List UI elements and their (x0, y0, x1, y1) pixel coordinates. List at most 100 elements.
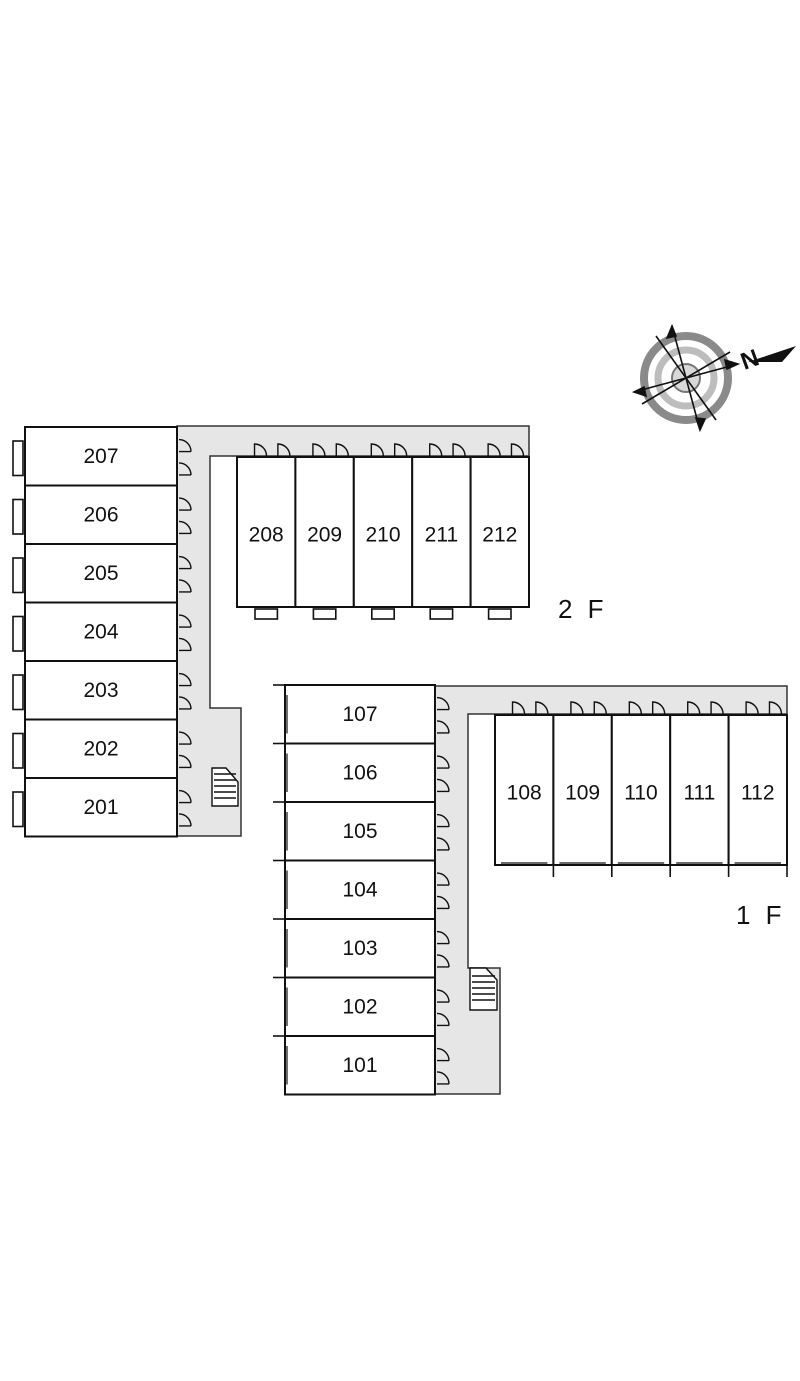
door-icon (436, 1071, 450, 1085)
door-icon (436, 872, 450, 886)
door-icon (436, 1012, 450, 1027)
door-icon (178, 637, 192, 652)
unit-106: 106 (273, 742, 450, 803)
door-icon (178, 497, 192, 511)
north-arrow-icon: N (737, 344, 796, 376)
unit-label: 206 (83, 503, 118, 526)
door-icon (436, 813, 450, 828)
unit-label: 204 (83, 620, 118, 643)
door-icon (436, 755, 450, 769)
unit-label: 107 (342, 703, 377, 726)
unit-107: 107 (273, 684, 450, 745)
door-icon (452, 443, 466, 457)
door-icon (178, 813, 192, 827)
door-icon (436, 778, 450, 793)
door-icon (570, 701, 584, 715)
door-icon (436, 989, 450, 1003)
unit-211: 211 (411, 443, 472, 620)
door-icon (436, 954, 450, 968)
door-icon (436, 696, 450, 711)
unit-label: 112 (741, 782, 774, 805)
unit-206: 206 (12, 484, 192, 545)
building-2f-west: 207 206 205 204 203 202 201 (12, 426, 192, 838)
unit-label: 110 (624, 782, 657, 805)
door-icon (436, 1047, 450, 1062)
unit-label: 208 (249, 524, 284, 547)
unit-label: 201 (83, 796, 118, 819)
door-icon (429, 443, 443, 457)
unit-label: 103 (342, 937, 377, 960)
unit-105: 105 (273, 801, 450, 862)
door-icon (335, 443, 349, 457)
door-icon (710, 701, 724, 715)
unit-202: 202 (12, 718, 192, 779)
unit-110: 110 (610, 701, 672, 877)
unit-210: 210 (352, 443, 414, 620)
door-icon (253, 443, 268, 457)
unit-109: 109 (552, 701, 613, 877)
building-1f-east: 108 109 110 111 112 (494, 701, 788, 877)
door-icon (178, 462, 192, 476)
door-icon (687, 701, 701, 715)
unit-label: 111 (683, 782, 715, 805)
door-icon (768, 701, 783, 715)
door-icon (436, 895, 450, 910)
balcony-icon (12, 557, 24, 594)
door-icon (593, 701, 607, 715)
unit-label: 211 (425, 524, 458, 547)
unit-102: 102 (273, 976, 450, 1037)
unit-label: 108 (507, 782, 542, 805)
unit-101: 101 (273, 1035, 450, 1096)
floor-label-1f: 1 F (736, 900, 786, 930)
door-icon (628, 701, 643, 715)
door-icon (277, 443, 291, 457)
door-icon (178, 614, 192, 628)
unit-label: 109 (565, 782, 600, 805)
unit-label: 205 (83, 562, 118, 585)
unit-112: 112 (727, 701, 788, 877)
unit-label: 102 (342, 995, 377, 1018)
door-icon (535, 701, 549, 715)
balcony-icon (12, 791, 24, 828)
unit-label: 202 (83, 737, 118, 760)
door-icon (178, 696, 192, 710)
balcony-icon (12, 674, 24, 711)
compass-rose-icon (631, 323, 741, 433)
north-label: N (737, 344, 763, 375)
unit-212: 212 (469, 443, 531, 620)
door-icon (393, 443, 408, 457)
door-icon (178, 672, 192, 687)
door-icon (436, 930, 450, 945)
door-icon (511, 701, 526, 715)
unit-103: 103 (273, 918, 450, 979)
unit-label: 207 (83, 445, 118, 468)
door-icon (178, 579, 192, 593)
balcony-icon (12, 498, 24, 535)
balcony-icon (429, 608, 454, 620)
balcony-icon (12, 732, 24, 769)
balcony-icon (254, 608, 279, 620)
unit-label: 212 (482, 524, 517, 547)
balcony-icon (370, 608, 395, 620)
unit-204: 204 (12, 601, 192, 662)
balcony-icon (312, 608, 337, 620)
unit-207: 207 (12, 426, 192, 487)
door-icon (370, 443, 385, 457)
door-icon (178, 731, 192, 745)
unit-203: 203 (12, 660, 192, 721)
door-icon (436, 837, 450, 851)
unit-label: 104 (342, 878, 377, 901)
door-icon (178, 520, 192, 535)
stair-1f-icon (469, 967, 498, 1011)
unit-label: 106 (342, 761, 377, 784)
door-icon (178, 789, 192, 804)
door-icon (745, 701, 759, 715)
unit-111: 111 (669, 701, 730, 877)
door-icon (178, 555, 192, 570)
unit-label: 105 (342, 820, 377, 843)
door-icon (510, 443, 525, 457)
unit-label: 203 (83, 679, 118, 702)
door-icon (436, 720, 450, 734)
